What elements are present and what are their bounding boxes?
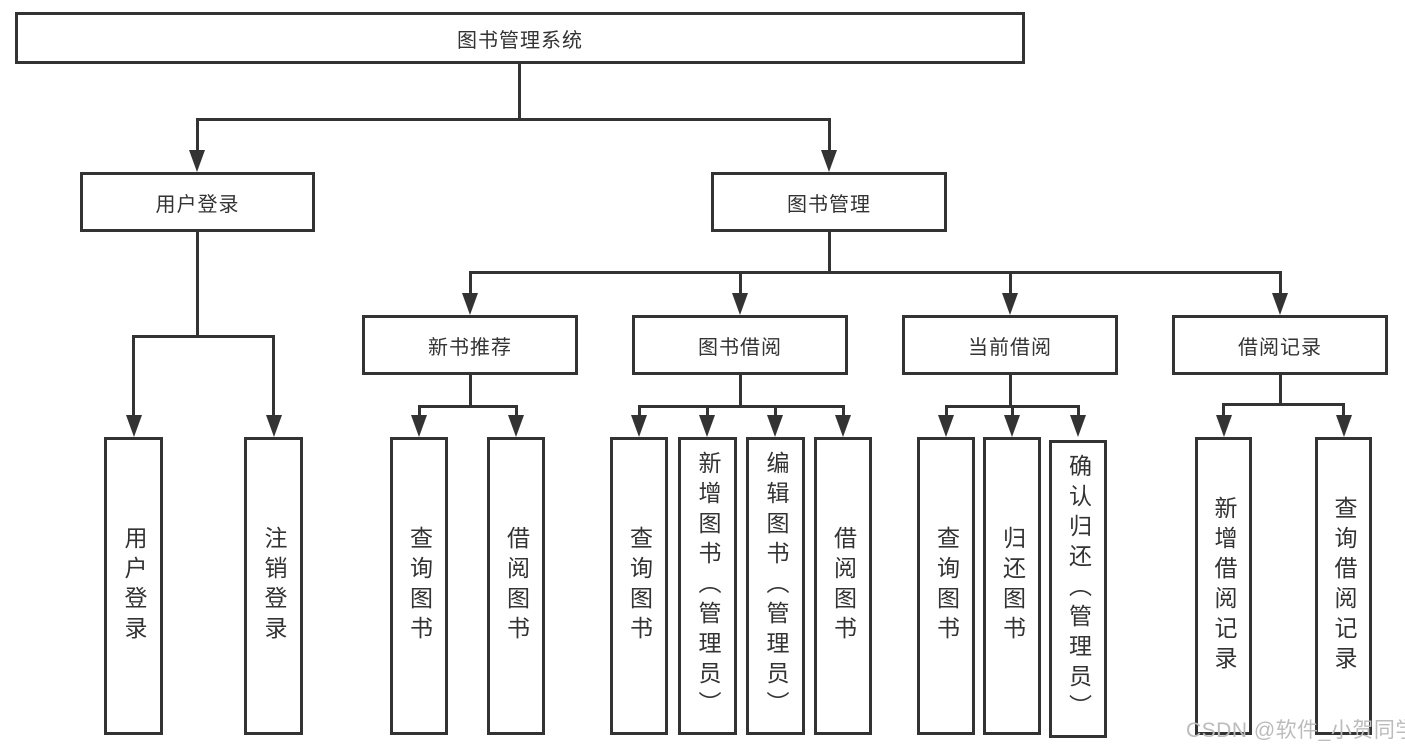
arrow-down-icon — [631, 415, 647, 437]
leaf-add-borrow-record: 新增借阅记录 — [1195, 437, 1252, 735]
leaf-borrow-books: 借阅图书 — [814, 437, 872, 735]
tree-connector-drop — [132, 335, 135, 419]
tree-connector-bar — [195, 118, 831, 121]
node-new-book-recommend: 新书推荐 — [362, 315, 578, 375]
tree-connector-drop — [944, 405, 948, 419]
tree-connector-drop — [738, 271, 742, 297]
tree-connector-bar — [637, 405, 845, 408]
arrow-down-icon — [462, 293, 478, 315]
tree-connector-drop — [841, 405, 845, 419]
tree-connector-stem — [1008, 373, 1012, 408]
node-root: 图书管理系统 — [15, 12, 1025, 64]
leaf-user-login: 用户登录 — [104, 437, 163, 735]
node-book-management: 图书管理 — [711, 172, 947, 232]
tree-connector-stem — [827, 230, 831, 274]
tree-connector-drop — [195, 118, 199, 154]
arrow-down-icon — [1215, 415, 1232, 437]
arrow-down-icon — [835, 415, 851, 437]
arrow-down-icon — [1070, 415, 1086, 437]
arrow-down-icon — [1335, 415, 1352, 437]
tree-connector-drop — [637, 405, 641, 419]
arrow-down-icon — [125, 415, 142, 437]
leaf-query-books-borrow: 查询图书 — [610, 437, 668, 735]
arrow-down-icon — [1002, 293, 1018, 315]
tree-connector-drop — [1008, 271, 1012, 297]
watermark: CSDN @软件_小贺同学 — [1186, 719, 1405, 742]
arrow-down-icon — [938, 415, 954, 437]
tree-connector-bar — [417, 405, 518, 408]
arrow-down-icon — [189, 150, 205, 172]
arrow-down-icon — [411, 415, 427, 437]
tree-connector-bar — [1222, 403, 1345, 406]
arrow-down-icon — [821, 150, 837, 172]
arrow-down-icon — [265, 415, 282, 437]
leaf-confirm-return-admin: 确认归还（管理员） — [1049, 440, 1107, 738]
tree-connector-stem — [1278, 373, 1282, 406]
leaf-edit-book-admin: 编辑图书（管理员） — [746, 437, 805, 735]
leaf-query-borrow-record: 查询借阅记录 — [1315, 437, 1372, 735]
arrow-down-icon — [767, 415, 783, 437]
tree-connector-drop — [514, 405, 518, 419]
arrow-down-icon — [1004, 415, 1020, 437]
leaf-query-books-recommend: 查询图书 — [390, 437, 448, 735]
tree-connector-drop — [705, 405, 709, 419]
tree-connector-bar — [132, 335, 275, 338]
node-current-borrow: 当前借阅 — [902, 315, 1118, 375]
tree-connector-stem — [517, 62, 521, 121]
leaf-borrow-books-recommend: 借阅图书 — [487, 437, 545, 735]
arrow-down-icon — [508, 415, 524, 437]
leaf-query-books-current: 查询图书 — [917, 437, 975, 735]
arrow-down-icon — [1272, 293, 1288, 315]
tree-connector-drop — [773, 405, 777, 419]
tree-connector-drop — [1222, 403, 1225, 419]
arrow-down-icon — [732, 293, 748, 315]
tree-connector-drop — [1010, 405, 1014, 419]
tree-connector-stem — [195, 230, 199, 337]
tree-connector-drop — [468, 271, 472, 297]
leaf-add-book-admin: 新增图书（管理员） — [678, 437, 737, 735]
tree-connector-drop — [827, 118, 831, 154]
arrow-down-icon — [699, 415, 715, 437]
leaf-logout: 注销登录 — [244, 437, 303, 735]
node-borrow-records: 借阅记录 — [1172, 315, 1388, 375]
tree-connector-drop — [272, 335, 275, 419]
node-book-borrow: 图书借阅 — [632, 315, 848, 375]
tree-connector-stem — [738, 373, 742, 408]
tree-connector-bar — [468, 271, 1282, 274]
tree-connector-stem — [468, 373, 472, 408]
leaf-return-book: 归还图书 — [983, 437, 1041, 735]
node-user-login-branch: 用户登录 — [80, 172, 315, 232]
tree-connector-drop — [1278, 271, 1282, 297]
tree-connector-drop — [1342, 403, 1345, 419]
tree-connector-drop — [1076, 405, 1080, 419]
tree-connector-drop — [417, 405, 421, 419]
